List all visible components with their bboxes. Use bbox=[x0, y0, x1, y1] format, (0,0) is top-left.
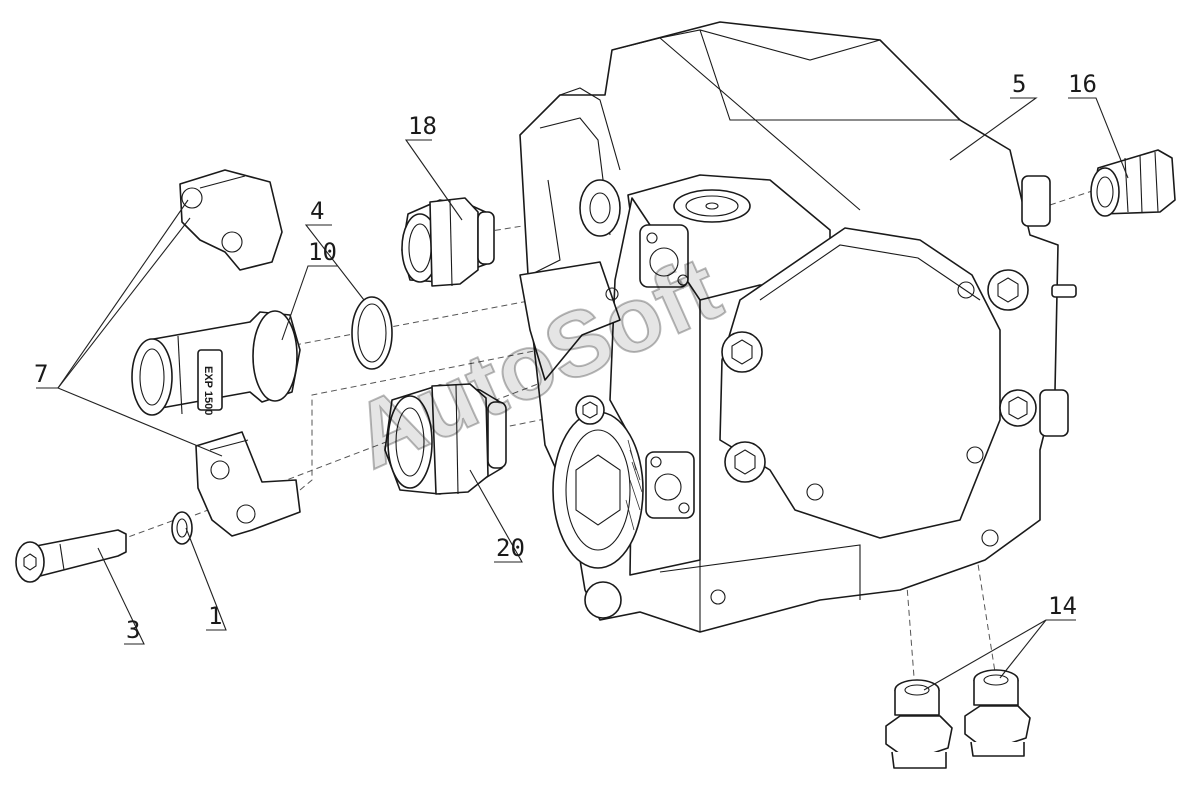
callout-20: 20 bbox=[496, 534, 525, 562]
cover-screw bbox=[724, 441, 766, 483]
part-7-flange-half-upper bbox=[179, 169, 283, 271]
part-16-plug-fitting bbox=[1090, 149, 1176, 217]
cover-screw bbox=[721, 331, 763, 373]
part-4-o-ring bbox=[351, 296, 393, 370]
cover-screw bbox=[999, 389, 1037, 427]
part-3-cap-screw bbox=[15, 529, 127, 583]
leader-lines bbox=[36, 97, 1129, 691]
callout-1: 1 bbox=[208, 602, 222, 630]
callout-3: 3 bbox=[126, 616, 140, 644]
part-14-fitting bbox=[964, 669, 1031, 757]
pump-housing bbox=[519, 21, 1077, 633]
part-18-adapter bbox=[401, 197, 495, 287]
callout-14: 14 bbox=[1048, 592, 1077, 620]
part-10-flange-nipple: EXP 1500 bbox=[131, 310, 301, 416]
part-7-flange-half-lower bbox=[195, 431, 301, 537]
callout-7: 7 bbox=[34, 360, 48, 388]
callout-5: 5 bbox=[1012, 70, 1026, 98]
part-20-adapter bbox=[384, 383, 507, 495]
callout-4: 4 bbox=[310, 197, 324, 225]
callout-18: 18 bbox=[408, 112, 437, 140]
callout-10: 10 bbox=[308, 238, 337, 266]
part-1-washer bbox=[171, 511, 193, 545]
part-14-fitting bbox=[885, 679, 953, 769]
part-marking: EXP 1500 bbox=[202, 366, 214, 415]
callout-labels: 7 10 4 18 20 5 16 3 1 14 bbox=[34, 70, 1097, 644]
cover-screw bbox=[987, 269, 1029, 311]
callout-16: 16 bbox=[1068, 70, 1097, 98]
